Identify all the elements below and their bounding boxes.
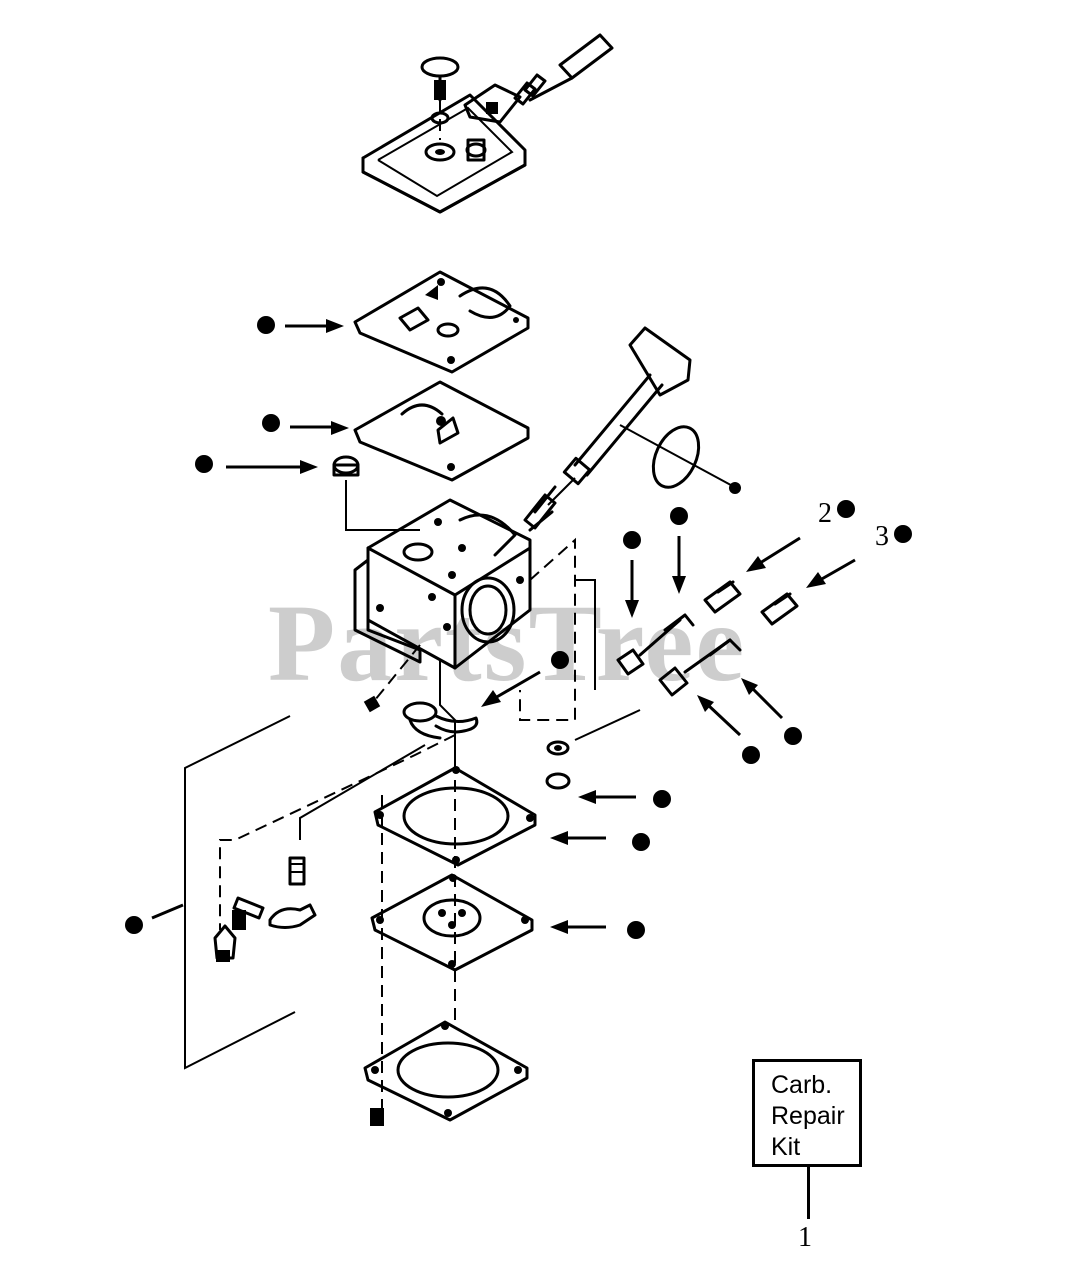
callout-dot-pump-gasket [257,316,275,334]
callout-dot-needle-group [125,916,143,934]
callout-dot-2 [837,500,855,518]
leader-screw-left [374,644,421,701]
o-ring [545,772,571,790]
metering-diaphragm [370,873,534,972]
cover-screw-bottom [370,1108,384,1126]
carb-repair-kit-box: Carb. Repair Kit [752,1059,862,1167]
kit-leader-line [807,1167,810,1219]
leader-lever-pin [219,734,456,930]
screw-left [363,695,381,713]
low-speed-needle [658,638,742,697]
throttle-spring [523,485,557,532]
carburetor-body [353,498,532,670]
callout-dot-metering-gasket [632,833,650,851]
callout-dot-left-needle [623,531,641,549]
inlet-needle [213,924,237,962]
callout-dot-inlet-screen [195,455,213,473]
pump-gasket [353,270,530,374]
inlet-screen [332,455,360,477]
dashed-outline [519,537,641,741]
limiter-cap-3 [760,592,799,626]
arrow-o-ring [578,790,636,804]
leader-needle-group [151,903,184,920]
lever-pin [232,896,265,930]
callout-dot-pump-diaphragm [262,414,280,432]
leader-lever [299,744,426,840]
kit-item-number: 1 [798,1222,812,1253]
arrow-pump-gasket [285,319,344,333]
callout-label-2: 2 [818,498,832,529]
watermark: PartsTree [268,582,746,704]
metering-spring [288,856,306,886]
callout-label-3: 3 [875,521,889,552]
arrow-metering-gasket [550,831,606,845]
arrow-metering-lever [481,670,541,707]
callout-dot-o-ring [653,790,671,808]
bracket-needle-group [184,715,296,1070]
callout-dot-3 [894,525,912,543]
arrow-right-needle [672,536,686,594]
leader-inlet-screen [345,480,420,531]
throttle-shaft [547,326,692,506]
kit-label-line3: Kit [771,1133,801,1161]
kit-label-line1: Carb. [771,1071,833,1099]
arrow-pump-diaphragm [290,421,349,435]
callout-dot-low-needle-spring [742,746,760,764]
leader-metering-lever [439,660,456,770]
arrow-left-needle [625,560,639,618]
callout-dot-right-needle [670,507,688,525]
idle-adjust-screw [430,33,614,125]
callout-dot-metering-lever [551,651,569,669]
arrow-inlet-screen [226,460,318,474]
high-speed-needle [616,613,695,676]
kit-label-line2: Repair [771,1102,845,1130]
arrow-low-needle-spring [697,695,742,737]
metering-lever-small [268,903,317,929]
metering-lever [402,701,479,740]
inlet-needle-washer [546,740,570,756]
pump-diaphragm [353,380,530,482]
arrow-3 [806,558,856,588]
arrow-metering-diaphragm [550,920,606,934]
arrow-2 [746,536,801,572]
metering-cover [363,1020,529,1122]
cover-screw [420,56,460,140]
pump-cover [361,93,527,214]
throttle-plate [619,424,741,494]
arrow-high-needle-spring [741,678,784,720]
callout-dot-high-needle-spring [784,727,802,745]
limiter-cap-2 [703,580,742,614]
callout-dot-metering-diaphragm [627,921,645,939]
